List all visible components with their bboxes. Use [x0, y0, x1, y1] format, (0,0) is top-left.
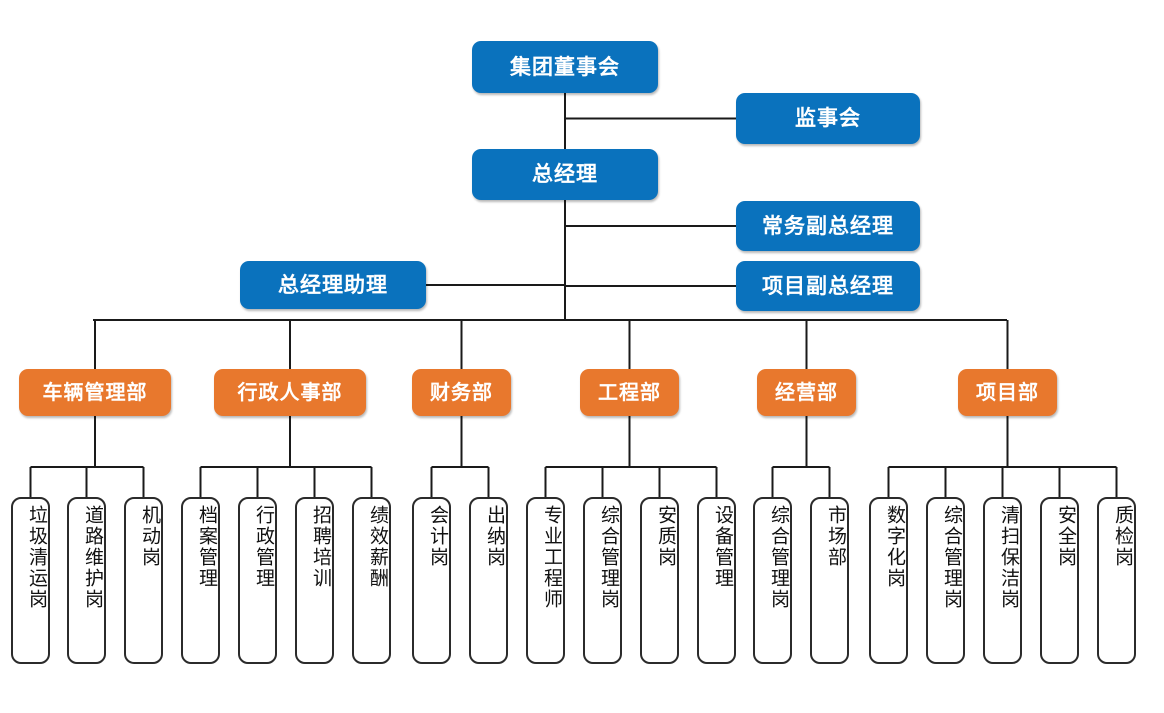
department-1-label: 行政人事部 — [237, 381, 343, 404]
node-board[interactable]: 集团董事会 — [472, 41, 658, 93]
position-2-1[interactable]: 出纳岗 — [469, 497, 508, 664]
position-1-2-label: 招聘培训 — [310, 505, 331, 589]
position-5-1-label: 综合管理岗 — [941, 505, 962, 610]
position-1-1[interactable]: 行政管理 — [238, 497, 277, 664]
department-5-label: 项目部 — [976, 381, 1039, 404]
position-3-0-label: 专业工程师 — [541, 505, 562, 610]
position-5-3-label: 安全岗 — [1055, 505, 1076, 568]
position-4-1[interactable]: 市场部 — [810, 497, 849, 664]
position-3-0[interactable]: 专业工程师 — [526, 497, 565, 664]
position-5-0[interactable]: 数字化岗 — [869, 497, 908, 664]
position-1-0-label: 档案管理 — [196, 505, 217, 589]
position-2-0-label: 会计岗 — [427, 505, 448, 568]
position-3-2-label: 安质岗 — [655, 505, 676, 568]
department-2[interactable]: 财务部 — [412, 369, 511, 416]
position-5-2-label: 清扫保洁岗 — [998, 505, 1019, 610]
position-1-1-label: 行政管理 — [253, 505, 274, 589]
node-general-manager[interactable]: 总经理 — [472, 149, 658, 200]
position-5-0-label: 数字化岗 — [884, 505, 905, 589]
position-4-0[interactable]: 综合管理岗 — [753, 497, 792, 664]
position-0-0[interactable]: 垃圾清运岗 — [11, 497, 50, 664]
position-0-2-label: 机动岗 — [139, 505, 160, 568]
node-project-deputy-gm-label: 项目副总经理 — [762, 274, 894, 298]
node-board-label: 集团董事会 — [510, 55, 620, 79]
node-gm-assistant-label: 总经理助理 — [278, 273, 388, 297]
node-general-manager-label: 总经理 — [532, 163, 598, 186]
department-0-label: 车辆管理部 — [42, 381, 148, 404]
position-5-4-label: 质检岗 — [1112, 505, 1133, 568]
position-0-2[interactable]: 机动岗 — [124, 497, 163, 664]
position-5-2[interactable]: 清扫保洁岗 — [983, 497, 1022, 664]
department-0[interactable]: 车辆管理部 — [19, 369, 171, 416]
node-supervisory-board[interactable]: 监事会 — [736, 93, 920, 144]
department-2-label: 财务部 — [430, 381, 493, 404]
position-3-3-label: 设备管理 — [712, 505, 733, 589]
department-5[interactable]: 项目部 — [958, 369, 1057, 416]
department-1[interactable]: 行政人事部 — [214, 369, 366, 416]
position-0-1[interactable]: 道路维护岗 — [67, 497, 106, 664]
department-3[interactable]: 工程部 — [580, 369, 679, 416]
node-executive-deputy-gm-label: 常务副总经理 — [762, 214, 894, 238]
position-4-1-label: 市场部 — [825, 505, 846, 568]
position-3-2[interactable]: 安质岗 — [640, 497, 679, 664]
node-gm-assistant[interactable]: 总经理助理 — [240, 261, 426, 309]
position-3-1[interactable]: 综合管理岗 — [583, 497, 622, 664]
department-3-label: 工程部 — [598, 381, 661, 404]
position-1-3[interactable]: 绩效薪酬 — [352, 497, 391, 664]
node-supervisory-board-label: 监事会 — [795, 107, 861, 130]
position-5-1[interactable]: 综合管理岗 — [926, 497, 965, 664]
position-4-0-label: 综合管理岗 — [768, 505, 789, 610]
department-4-label: 经营部 — [775, 381, 838, 404]
position-2-1-label: 出纳岗 — [484, 505, 505, 568]
position-1-3-label: 绩效薪酬 — [367, 505, 388, 589]
department-4[interactable]: 经营部 — [757, 369, 856, 416]
position-5-3[interactable]: 安全岗 — [1040, 497, 1079, 664]
position-1-2[interactable]: 招聘培训 — [295, 497, 334, 664]
node-project-deputy-gm[interactable]: 项目副总经理 — [736, 261, 920, 311]
position-3-3[interactable]: 设备管理 — [697, 497, 736, 664]
position-1-0[interactable]: 档案管理 — [181, 497, 220, 664]
position-3-1-label: 综合管理岗 — [598, 505, 619, 610]
position-2-0[interactable]: 会计岗 — [412, 497, 451, 664]
position-5-4[interactable]: 质检岗 — [1097, 497, 1136, 664]
position-0-0-label: 垃圾清运岗 — [26, 505, 47, 610]
position-0-1-label: 道路维护岗 — [82, 505, 103, 610]
node-executive-deputy-gm[interactable]: 常务副总经理 — [736, 201, 920, 251]
